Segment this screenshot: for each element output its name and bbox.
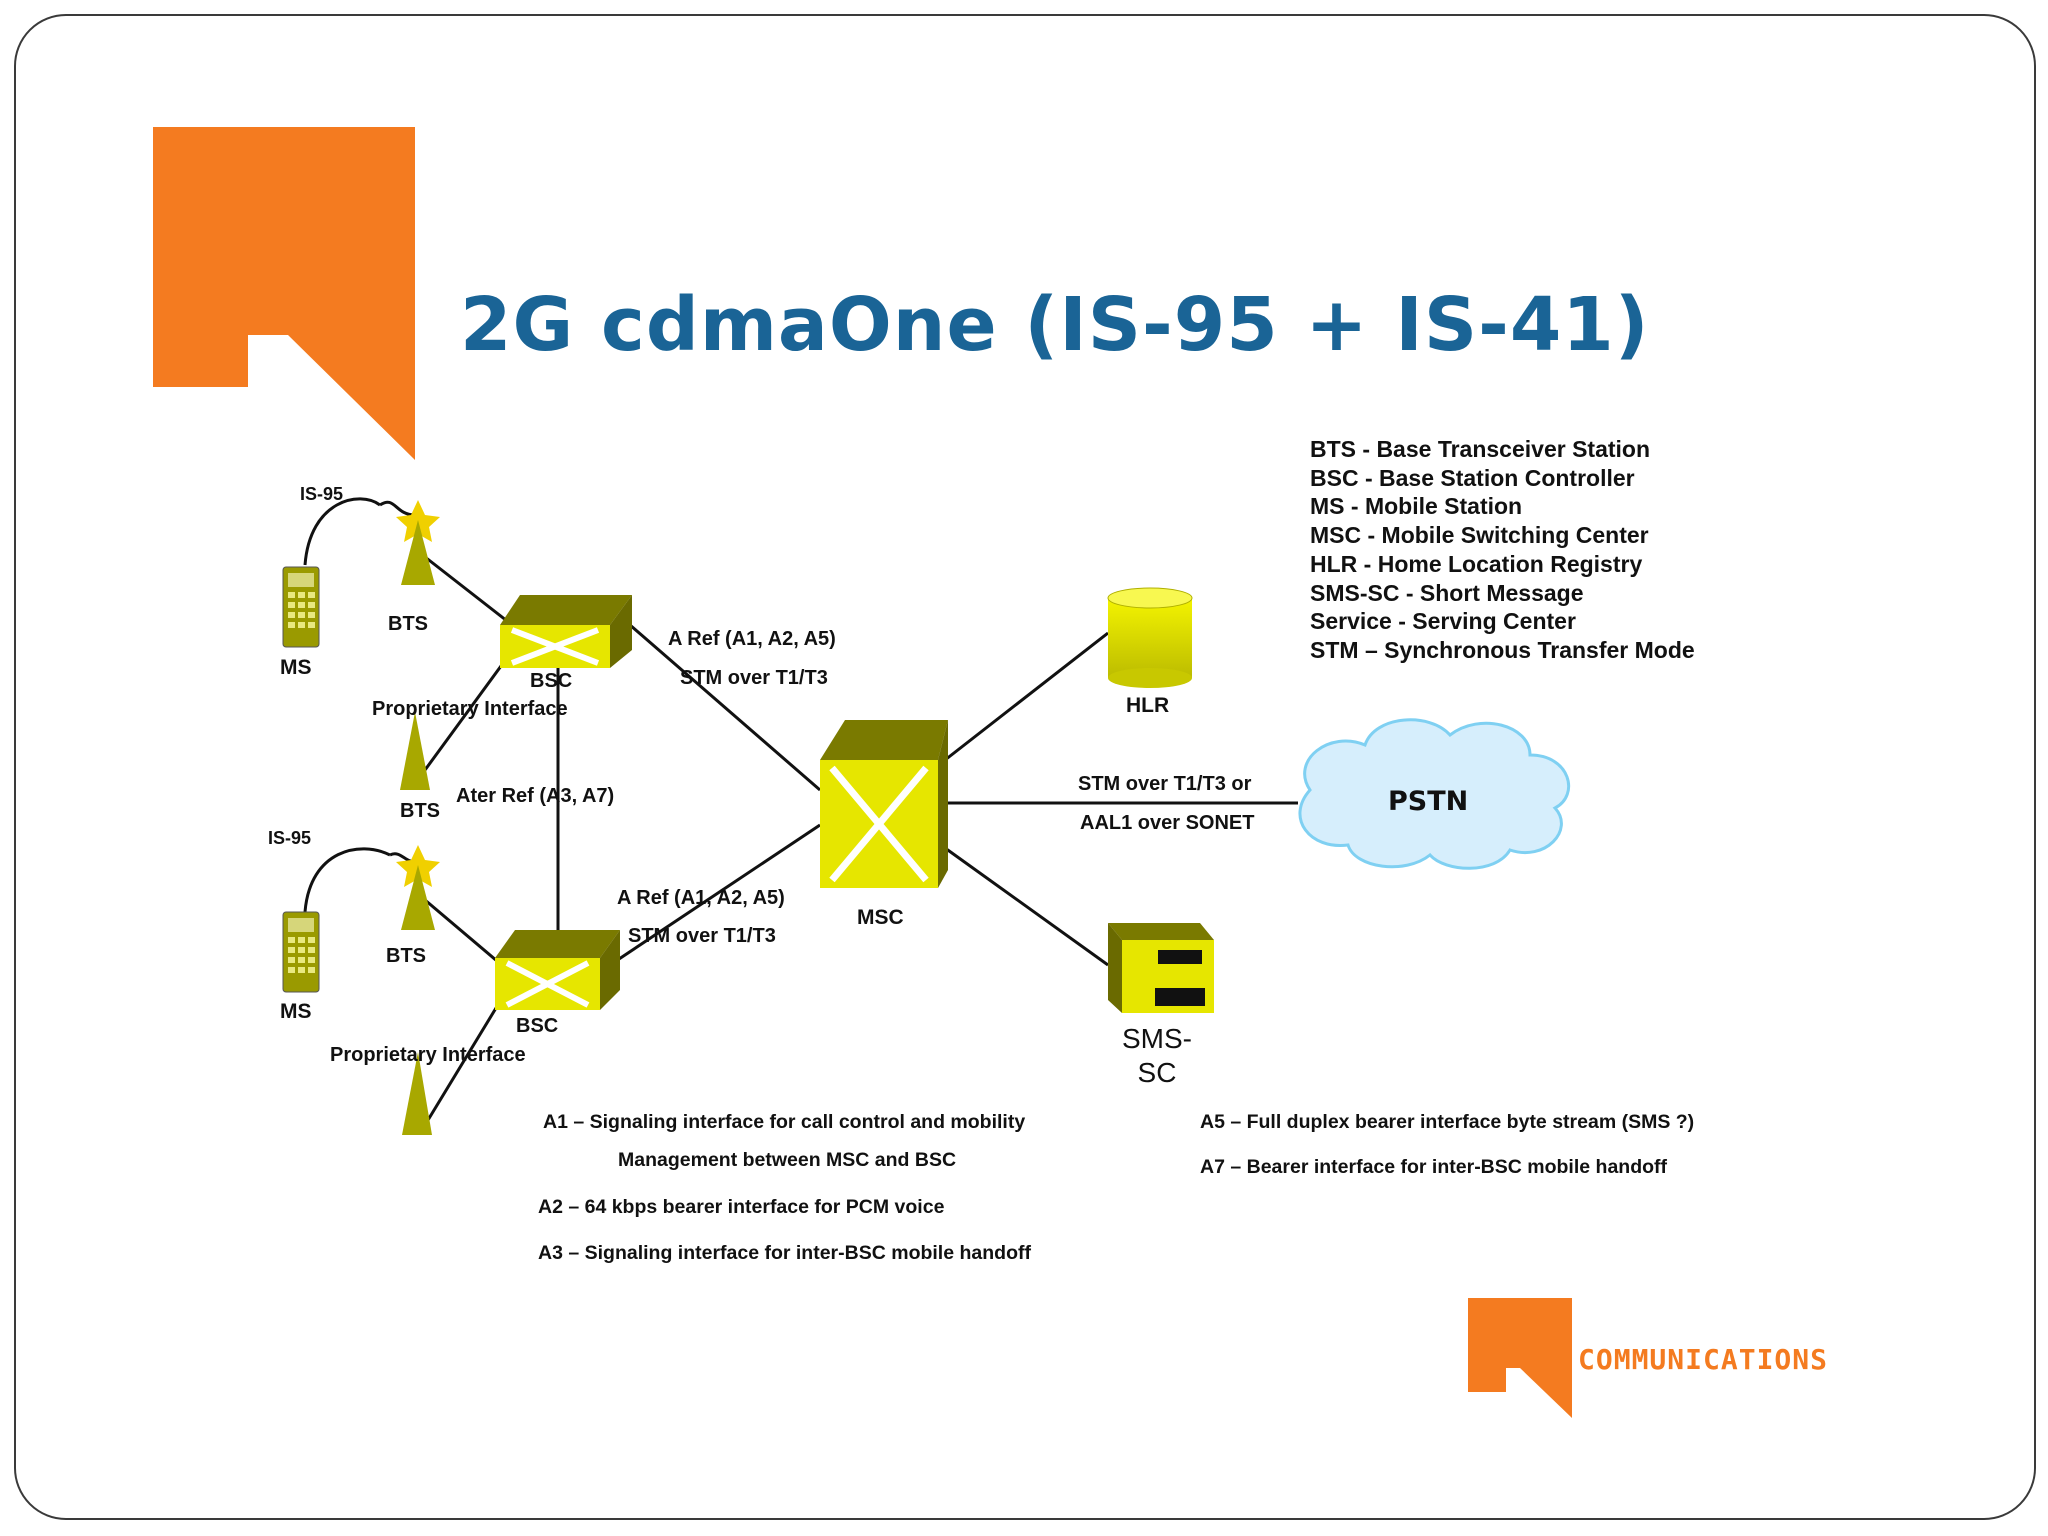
bsc-label: BSC	[516, 1015, 559, 1037]
is95-label: IS-95	[268, 828, 312, 848]
a-ref-label: A Ref (A1, A2, A5)	[668, 628, 836, 650]
pstn-label: PSTN	[1388, 786, 1469, 817]
hlr-database-icon	[1107, 587, 1193, 688]
mobile-station-icon	[282, 911, 320, 993]
msc-switch-icon	[820, 720, 948, 888]
pstn-link-label: AAL1 over SONET	[1080, 812, 1255, 834]
bsc-label: BSC	[530, 670, 573, 692]
legend-item: MS - Mobile Station	[1310, 493, 1523, 520]
msc-label: MSC	[857, 906, 904, 929]
sms-sc-label-line2: SC	[1137, 1057, 1177, 1088]
legend-item: BTS - Base Transceiver Station	[1310, 436, 1651, 462]
ms-label: MS	[280, 1000, 312, 1023]
note-a7: A7 – Bearer interface for inter-BSC mobi…	[1200, 1156, 1668, 1178]
brand-name: COMMUNICATIONS	[1578, 1343, 1829, 1376]
legend-item: BSC - Base Station Controller	[1310, 464, 1635, 491]
ms-label: MS	[280, 656, 312, 679]
legend-item: Service - Serving Center	[1310, 608, 1576, 635]
legend-item: MSC - Mobile Switching Center	[1310, 522, 1649, 549]
sms-sc-server-icon	[1108, 923, 1214, 1013]
note-a5: A5 – Full duplex bearer interface byte s…	[1200, 1111, 1695, 1133]
legend-item: HLR - Home Location Registry	[1310, 550, 1643, 577]
bsc-switch-icon	[500, 595, 632, 668]
bsc-switch-icon	[495, 930, 620, 1010]
note-a1-cont: Management between MSC and BSC	[618, 1149, 957, 1171]
sms-sc-label-line1: SMS-	[1122, 1023, 1192, 1054]
note-a1: A1 – Signaling interface for call contro…	[543, 1111, 1026, 1133]
proprietary-interface-label: Proprietary Interface	[372, 698, 568, 720]
page-title: 2G cdmaOne (IS-95 + IS-41)	[460, 282, 1650, 368]
bts-label: BTS	[400, 800, 440, 822]
abbreviation-legend: BTS - Base Transceiver Station BSC - Bas…	[1310, 435, 1695, 665]
note-a2: A2 – 64 kbps bearer interface for PCM vo…	[538, 1196, 945, 1218]
sms-sc-label: SMS- SC	[1122, 1022, 1192, 1090]
bts-label: BTS	[386, 945, 426, 967]
is95-label: IS-95	[300, 484, 344, 504]
mobile-station-icon	[282, 566, 320, 648]
hlr-label: HLR	[1126, 694, 1170, 717]
pstn-cloud-icon	[1298, 718, 1571, 870]
bts-tower-icon	[396, 845, 440, 930]
brand-logo-icon	[1468, 1298, 1572, 1418]
bts-tower-icon	[396, 500, 440, 585]
stm-label: STM over T1/T3	[680, 667, 828, 689]
ater-ref-label: Ater Ref (A3, A7)	[456, 785, 615, 807]
pstn-link-label: STM over T1/T3 or	[1078, 773, 1252, 795]
proprietary-interface-label: Proprietary Interface	[330, 1044, 526, 1066]
bts-tower-icon	[402, 1052, 432, 1135]
n-logo-icon	[153, 127, 415, 460]
legend-item: STM – Synchronous Transfer Mode	[1310, 636, 1695, 663]
bts-tower-icon	[400, 712, 430, 790]
bts-label: BTS	[388, 613, 428, 635]
stm-label: STM over T1/T3	[628, 925, 776, 947]
note-a3: A3 – Signaling interface for inter-BSC m…	[538, 1242, 1031, 1264]
a-ref-label: A Ref (A1, A2, A5)	[617, 887, 785, 909]
legend-item: SMS-SC - Short Message	[1310, 579, 1584, 606]
